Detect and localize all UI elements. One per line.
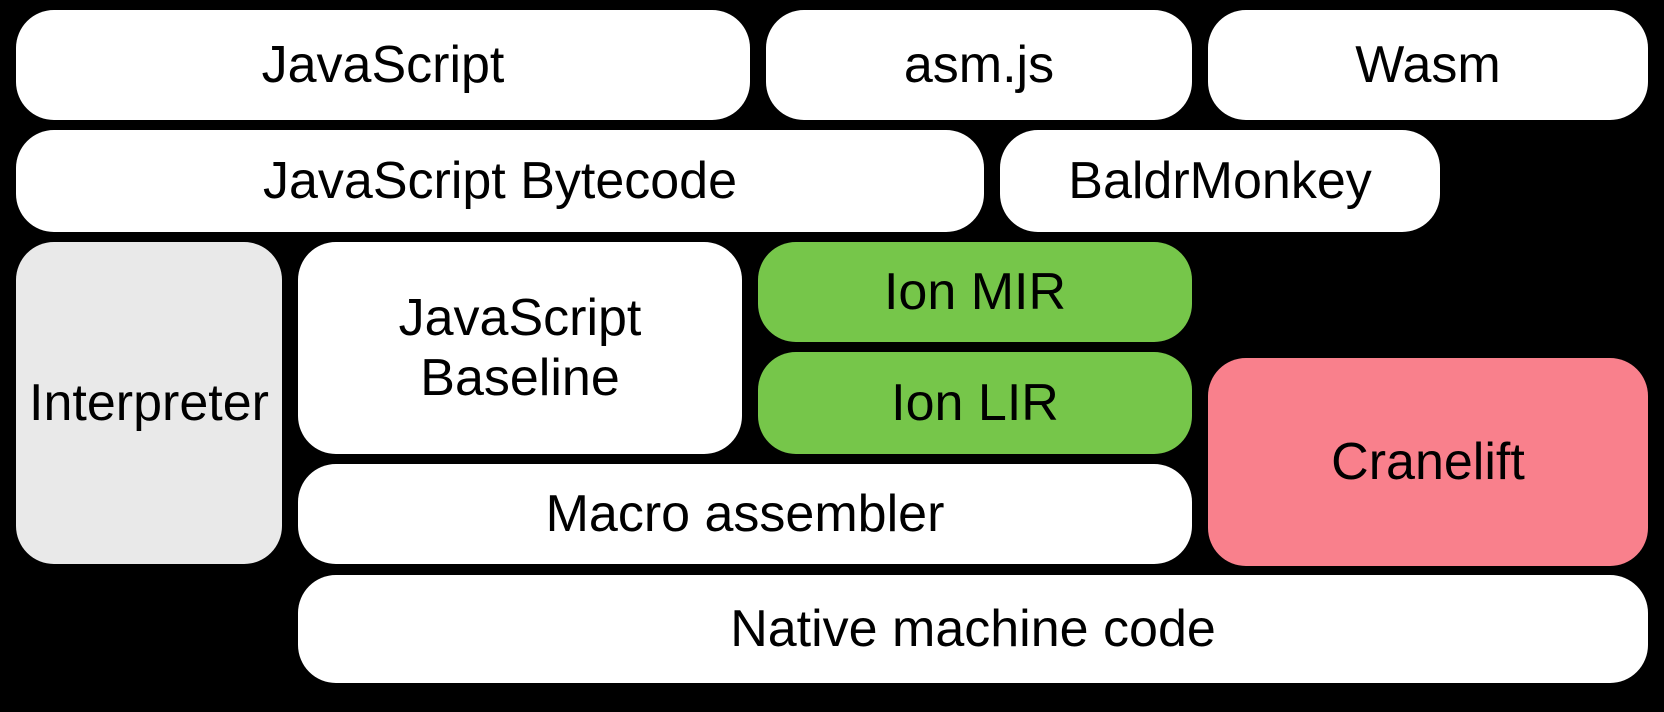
box-javascript-label: JavaScript [261, 36, 505, 94]
box-interpreter: Interpreter [16, 242, 282, 564]
box-native-machine-code-label: Native machine code [730, 600, 1216, 658]
box-macro-assembler-label: Macro assembler [545, 485, 945, 543]
box-javascript-baseline: JavaScript Baseline [298, 242, 742, 454]
box-javascript-bytecode: JavaScript Bytecode [16, 130, 984, 232]
box-javascript-baseline-label-line1: JavaScript [398, 289, 642, 347]
box-interpreter-label: Interpreter [29, 374, 269, 432]
box-macro-assembler: Macro assembler [298, 464, 1192, 564]
box-ion-mir-label: Ion MIR [883, 263, 1067, 321]
box-baldrmonkey-label: BaldrMonkey [1068, 152, 1372, 210]
box-cranelift-label: Cranelift [1331, 433, 1525, 491]
box-cranelift: Cranelift [1208, 358, 1648, 566]
box-wasm-label: Wasm [1355, 36, 1501, 94]
box-wasm: Wasm [1208, 10, 1648, 120]
box-javascript: JavaScript [16, 10, 750, 120]
box-asmjs: asm.js [766, 10, 1192, 120]
box-ion-mir: Ion MIR [758, 242, 1192, 342]
box-javascript-baseline-label-line2: Baseline [420, 349, 620, 407]
box-asmjs-label: asm.js [903, 36, 1055, 94]
box-baldrmonkey: BaldrMonkey [1000, 130, 1440, 232]
box-ion-lir: Ion LIR [758, 352, 1192, 454]
box-ion-lir-label: Ion LIR [891, 374, 1059, 432]
box-javascript-bytecode-label: JavaScript Bytecode [262, 152, 738, 210]
box-native-machine-code: Native machine code [298, 575, 1648, 683]
